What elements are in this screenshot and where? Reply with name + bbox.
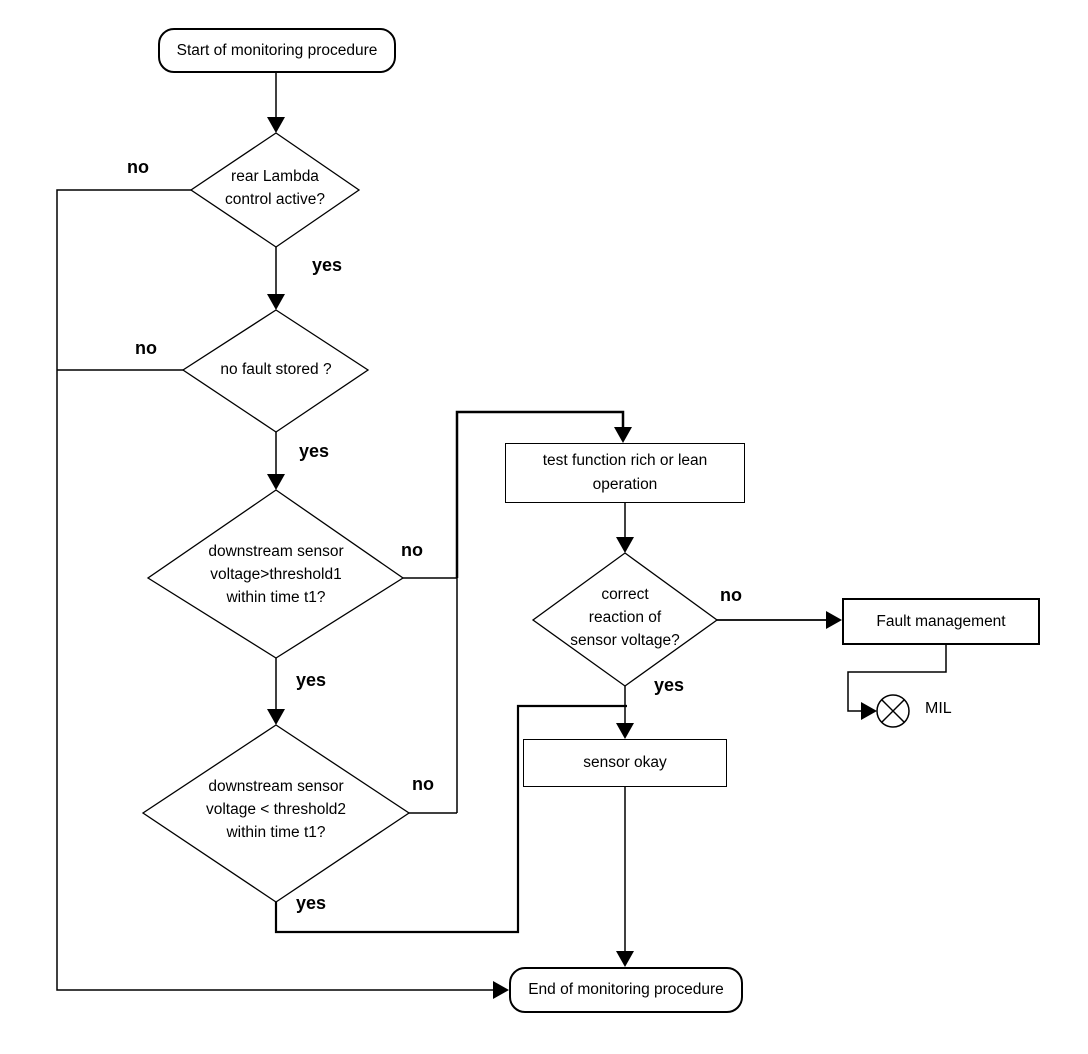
branch-label-no-fault-no: no	[135, 338, 157, 358]
arrowhead	[861, 702, 877, 720]
fault-management-label: Fault management	[876, 612, 1006, 630]
branch-label-reaction-yes: yes	[654, 675, 685, 695]
branch-label-no-fault-yes: yes	[299, 441, 330, 461]
connector-d1-no-feedback	[56, 189, 496, 991]
branch-label-rear-lambda-yes: yes	[312, 255, 343, 275]
sensor-okay-label: sensor okay	[583, 754, 667, 771]
branch-label-threshold1-no: no	[401, 540, 423, 560]
arrowhead	[267, 117, 285, 133]
mil-lamp-icon	[876, 694, 910, 728]
decision-reaction-shape	[531, 552, 719, 687]
decision-no-fault-shape	[181, 309, 370, 433]
start-terminator: Start of monitoring procedure	[158, 28, 396, 73]
branch-label-threshold1-yes: yes	[296, 670, 327, 690]
branch-label-rear-lambda-no: no	[127, 157, 149, 177]
process-sensor-okay: sensor okay	[523, 739, 727, 787]
decision-rear-lambda-shape	[189, 132, 361, 248]
arrowhead	[616, 537, 634, 553]
arrowhead	[267, 474, 285, 490]
test-function-line1: test function rich or lean	[542, 452, 708, 469]
connector-no-bus-to-test	[455, 410, 625, 578]
branch-label-reaction-no: no	[720, 585, 742, 605]
connector-fault-to-mil	[847, 645, 947, 712]
end-label: End of monitoring procedure	[528, 981, 724, 998]
process-test-function: test function rich or lean operation	[505, 443, 745, 503]
arrowhead	[267, 709, 285, 725]
connector-d4-yes-to-sensor-okay	[274, 704, 627, 934]
arrowhead	[616, 723, 634, 739]
test-function-line2: operation	[592, 476, 658, 493]
branch-label-threshold2-yes: yes	[296, 893, 327, 913]
arrowhead	[616, 951, 634, 967]
arrowhead	[267, 294, 285, 310]
decision-threshold2-shape	[141, 724, 411, 903]
start-label: Start of monitoring procedure	[176, 41, 378, 59]
end-terminator: End of monitoring procedure	[509, 967, 743, 1013]
arrowhead	[826, 611, 842, 629]
arrowhead	[493, 981, 509, 999]
process-fault-management: Fault management	[842, 598, 1040, 645]
arrowhead	[614, 427, 632, 443]
branch-label-threshold2-no: no	[412, 774, 434, 794]
decision-threshold1-shape	[146, 489, 405, 659]
mil-label: MIL	[925, 700, 952, 717]
